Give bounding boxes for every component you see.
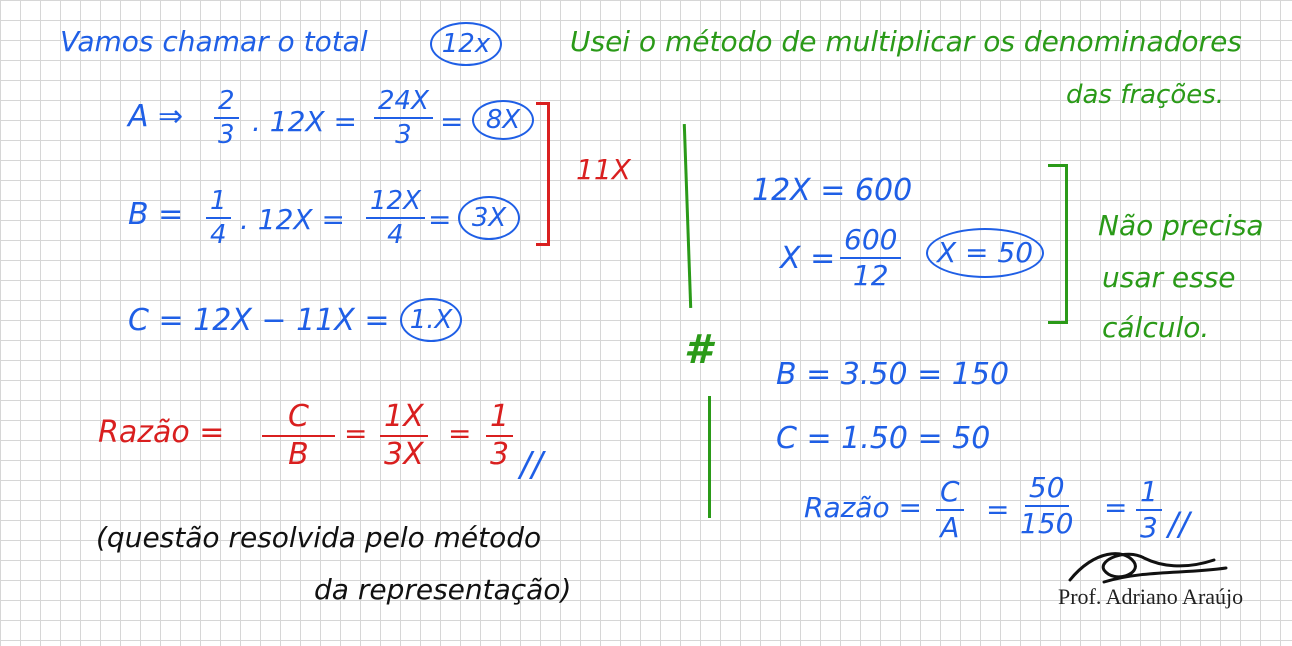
b-f1-den: 4 bbox=[210, 220, 227, 250]
ratio-right-end-mark: // bbox=[1168, 505, 1190, 543]
ratio-right-fraction-3: 1 3 bbox=[1136, 478, 1162, 542]
ratio-right-f2-den: 150 bbox=[1020, 507, 1074, 540]
b-f2-num: 12X bbox=[366, 188, 425, 219]
right-note-line-3: cálculo. bbox=[1102, 311, 1210, 344]
x-den: 12 bbox=[852, 259, 889, 292]
a-fraction-1: 2 3 bbox=[214, 88, 239, 148]
ratio-right-f1-den: A bbox=[940, 511, 960, 544]
ratio-left-f1-den: B bbox=[288, 437, 309, 472]
ratio-left-f3-num: 1 bbox=[486, 402, 514, 437]
a-lhs: A ⇒ bbox=[128, 99, 184, 134]
sum-label: 11X bbox=[576, 153, 631, 186]
a-eq: = bbox=[440, 105, 464, 138]
x-result-circled: X = 50 bbox=[926, 228, 1044, 278]
b-lhs: B = bbox=[128, 197, 184, 232]
ratio-left-fraction-3: 1 3 bbox=[486, 402, 514, 472]
right-note-line-2: usar esse bbox=[1102, 261, 1236, 294]
signature-mark bbox=[1068, 552, 1228, 584]
equation-12x: 12X = 600 bbox=[752, 173, 913, 208]
ratio-right-eq-1: = bbox=[986, 493, 1010, 526]
ratio-left-f2-den: 3X bbox=[384, 437, 424, 472]
ratio-left-end-mark: // bbox=[520, 445, 543, 485]
ratio-right-fraction-1: C A bbox=[936, 478, 964, 542]
x-num: 600 bbox=[840, 226, 902, 259]
ratio-right-f3-den: 3 bbox=[1140, 511, 1158, 544]
a-f1-den: 3 bbox=[218, 120, 235, 150]
x-label: X = bbox=[780, 241, 836, 276]
b-f2-den: 4 bbox=[387, 220, 404, 250]
c-value-line: C = 1.50 = 50 bbox=[776, 421, 991, 456]
method-line-1: Usei o método de multiplicar os denomina… bbox=[570, 25, 1242, 58]
ratio-label-left: Razão = bbox=[98, 415, 225, 450]
c-result-circled: 1.X bbox=[400, 298, 462, 342]
a-f2-den: 3 bbox=[395, 120, 412, 150]
sum-bracket bbox=[536, 102, 550, 246]
right-note-line-1: Não precisa bbox=[1098, 209, 1264, 242]
ratio-right-f3-num: 1 bbox=[1136, 478, 1162, 511]
b-value-line: B = 3.50 = 150 bbox=[776, 357, 1010, 392]
x-fraction: 600 12 bbox=[840, 226, 902, 292]
a-mult: . 12X = bbox=[252, 105, 357, 138]
c-expression: C = 12X − 11X = bbox=[128, 303, 390, 338]
separator-hash: # bbox=[684, 327, 712, 373]
a-f1-num: 2 bbox=[214, 88, 239, 119]
ratio-left-eq-2: = bbox=[448, 417, 472, 450]
ratio-left-f3-den: 3 bbox=[490, 437, 510, 472]
b-eq: = bbox=[428, 203, 452, 236]
b-f1-num: 1 bbox=[206, 188, 231, 219]
a-result-circled: 8X bbox=[472, 100, 534, 140]
total-circled: 12x bbox=[430, 22, 502, 66]
ratio-right-eq-2: = bbox=[1104, 491, 1128, 524]
ratio-left-f2-num: 1X bbox=[380, 402, 428, 437]
note-brace bbox=[1048, 164, 1068, 324]
method-line-2: das frações. bbox=[1066, 80, 1225, 110]
b-mult: . 12X = bbox=[240, 203, 345, 236]
a-fraction-2: 24X 3 bbox=[374, 88, 433, 148]
ratio-right-f2-num: 50 bbox=[1024, 474, 1069, 507]
note-line-1: (questão resolvida pelo método bbox=[96, 521, 542, 554]
ratio-label-right: Razão = bbox=[804, 491, 922, 524]
ratio-left-f1-num: C bbox=[262, 402, 335, 437]
author-credit: Prof. Adriano Araújo bbox=[1058, 584, 1244, 609]
ratio-left-eq-1: = bbox=[344, 417, 368, 450]
b-result-circled: 3X bbox=[458, 196, 520, 240]
b-fraction-2: 12X 4 bbox=[366, 188, 425, 248]
a-f2-num: 24X bbox=[374, 88, 433, 119]
ratio-left-fraction-2: 1X 3X bbox=[380, 402, 428, 470]
separator-line-bottom bbox=[708, 396, 711, 518]
separator-line-top bbox=[682, 124, 693, 308]
note-line-2: da representação) bbox=[314, 573, 572, 606]
ratio-left-fraction-1: C B bbox=[262, 402, 335, 470]
intro-text: Vamos chamar o total bbox=[60, 25, 368, 58]
ratio-right-f1-num: C bbox=[936, 478, 964, 511]
ratio-right-fraction-2: 50 150 bbox=[1020, 474, 1073, 538]
b-fraction-1: 1 4 bbox=[206, 188, 231, 248]
